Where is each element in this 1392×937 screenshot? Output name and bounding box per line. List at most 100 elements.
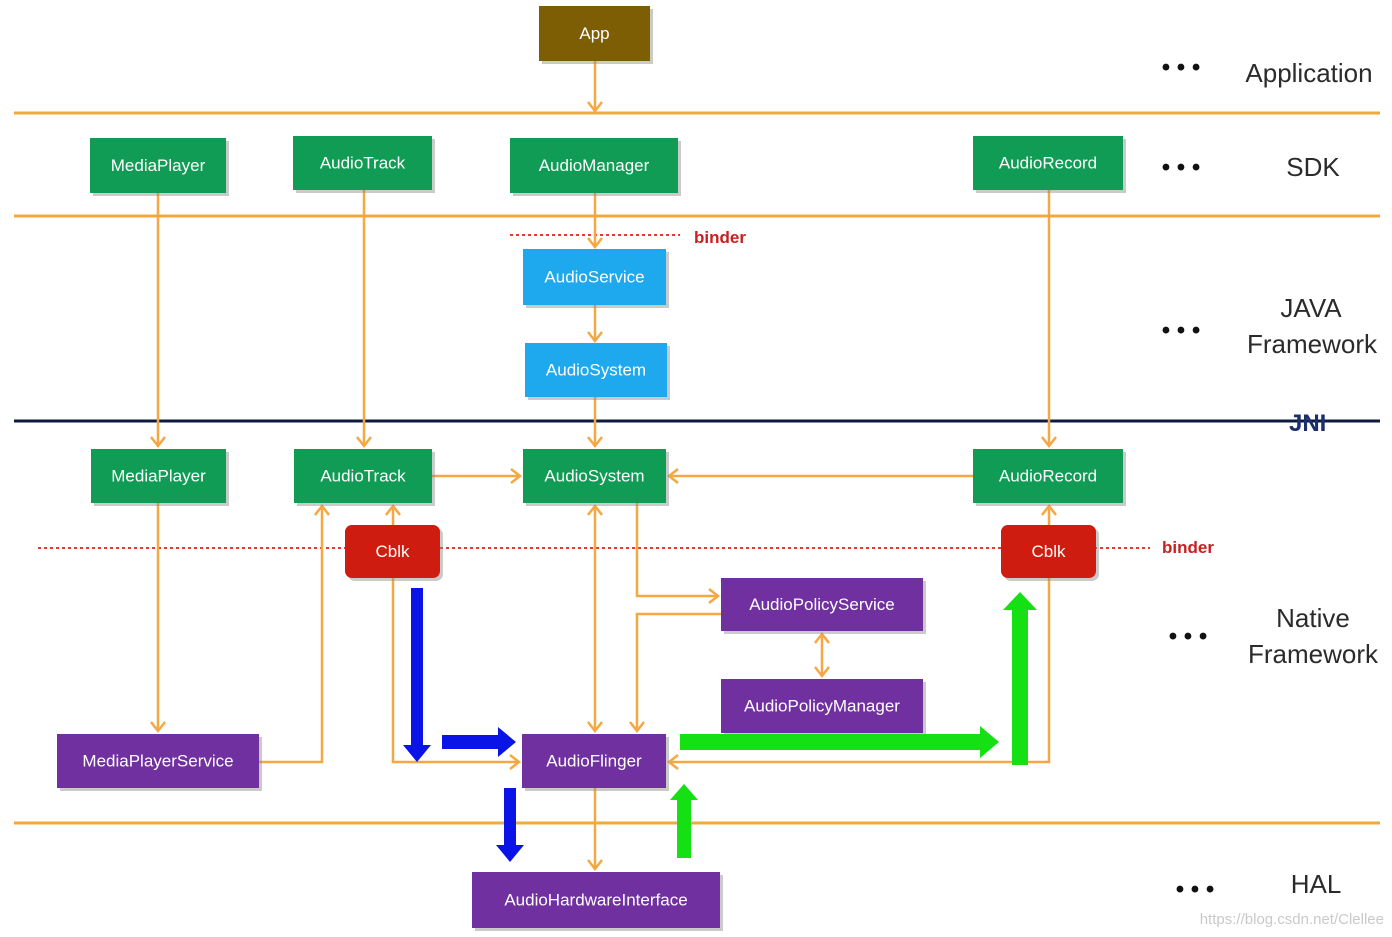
arrowhead-left — [666, 754, 679, 770]
box-background — [539, 6, 650, 61]
box-label: AudioPolicyManager — [744, 697, 900, 716]
green-arrow-audioflinger-to-record — [680, 726, 999, 758]
native-audiotrack-box: AudioTrack — [294, 449, 435, 506]
connector-mediaplayerservice-to-audiotrack — [259, 503, 330, 764]
box-background — [472, 872, 720, 928]
box-background — [510, 138, 678, 193]
connector-audiopolicyservice-to-audioflinger — [629, 612, 721, 734]
arrowhead-down — [1041, 436, 1057, 449]
box-label: AudioRecord — [999, 154, 1097, 173]
box-label: AudioPolicyService — [749, 595, 895, 614]
box-background — [522, 734, 666, 788]
ellipsis-icon: • • • — [1162, 54, 1201, 81]
box-label: AudioManager — [539, 156, 650, 175]
ellipsis-icon: • • • — [1162, 154, 1201, 181]
sdk-audiotrack-box: AudioTrack — [293, 136, 435, 193]
connector-audiotrack-to-audiosystem — [432, 468, 523, 484]
box-background — [525, 343, 667, 397]
connector-line — [669, 578, 1051, 764]
arrowhead-up — [385, 503, 401, 516]
blue-arrow-audioflinger-to-hal — [496, 788, 524, 862]
ellipsis-icon: • • • — [1169, 623, 1208, 650]
arrowhead-down — [587, 331, 603, 344]
native-mediaplayer-box: MediaPlayer — [91, 449, 229, 506]
box-background — [1001, 525, 1096, 578]
box-background — [721, 679, 923, 733]
connector-line — [391, 578, 519, 764]
sdk-audiorecord-box: AudioRecord — [973, 136, 1126, 193]
connector-audioflinger-to-hal — [587, 788, 603, 872]
box-label: Cblk — [1031, 542, 1066, 561]
green-arrow-up-to-cblk-record — [1003, 592, 1037, 765]
cblk-record-box: Cblk — [1001, 525, 1099, 581]
box-background — [293, 136, 432, 190]
sdk-audiomanager-box: AudioManager — [510, 138, 681, 196]
box-background — [973, 136, 1123, 190]
arrowhead-right — [708, 588, 721, 604]
layer-label: JNI — [1289, 410, 1326, 437]
arrowhead-down — [629, 721, 645, 734]
arrowhead-down — [150, 436, 166, 449]
ellipsis-icon: • • • — [1162, 317, 1201, 344]
binder-label-native: binder — [1162, 538, 1214, 557]
box-background — [973, 449, 1123, 503]
binder-label-java: binder — [694, 228, 746, 247]
box-background — [345, 525, 440, 578]
blue-arrow-cblk-track-down — [403, 588, 431, 762]
arrowhead-up — [587, 503, 603, 516]
layer-separators — [14, 111, 1380, 825]
layer-legend: • • • Application • • • SDK • • • JAVA F… — [1162, 54, 1379, 903]
connector-audiosystem-java-to-native — [587, 397, 603, 449]
connector-cblk-record-to-audioflinger — [666, 578, 1051, 770]
arrowhead-down — [356, 436, 372, 449]
layer-hal: • • • HAL — [1176, 869, 1342, 903]
audiopolicyservice-box: AudioPolicyService — [721, 578, 926, 634]
connector-policyservice-policymanager-bidirectional — [814, 631, 830, 679]
box-label: AudioService — [544, 268, 644, 287]
box-label: App — [579, 24, 609, 43]
connector-app-to-sdk — [587, 61, 603, 114]
layer-java-framework: • • • JAVA Framework — [1162, 293, 1378, 359]
connector-line — [635, 612, 721, 731]
box-background — [90, 138, 226, 193]
box-label: MediaPlayer — [111, 156, 206, 175]
layer-label: Application — [1245, 58, 1372, 88]
connector-mediaplayer-to-mediaplayerservice — [150, 503, 166, 734]
binder-labels: binder binder — [694, 228, 1214, 557]
connector-audiomanager-to-audioservice — [587, 193, 603, 250]
box-label: AudioTrack — [320, 154, 406, 173]
arrowhead-down — [587, 101, 603, 114]
arrowhead-down — [587, 237, 603, 250]
connector-audiosystem-to-audiopolicyservice — [635, 503, 721, 604]
box-background — [91, 449, 226, 503]
connector-audioservice-to-audiosystem — [587, 305, 603, 344]
box-label: AudioRecord — [999, 467, 1097, 486]
arrowhead-right — [510, 468, 523, 484]
box-background — [57, 734, 259, 788]
connector-mediaplayer-sdk-to-native — [150, 193, 166, 449]
box-background — [294, 449, 432, 503]
layer-label-line1: JAVA — [1280, 293, 1342, 323]
box-label: MediaPlayerService — [82, 752, 233, 771]
green-arrow-hal-to-audioflinger — [670, 784, 698, 858]
audiopolicymanager-box: AudioPolicyManager — [721, 679, 926, 736]
connector-audiorecord-sdk-to-native — [1041, 190, 1057, 449]
connector-cblk-track-to-audioflinger — [391, 578, 522, 770]
box-background — [523, 249, 666, 305]
box-background — [523, 449, 666, 503]
box-label: AudioHardwareInterface — [504, 891, 687, 910]
java-audioservice-box: AudioService — [523, 249, 669, 308]
cblk-track-box: Cblk — [345, 525, 443, 581]
box-label: MediaPlayer — [111, 467, 206, 486]
app-box: App — [539, 6, 653, 64]
connector-audiorecord-to-audiosystem — [666, 468, 973, 484]
sdk-mediaplayer-box: MediaPlayer — [90, 138, 229, 196]
box-label: AudioSystem — [546, 361, 646, 380]
arrowhead-up — [314, 503, 330, 516]
connector-audiosystem-audioflinger-bidirectional — [587, 503, 603, 734]
arrowhead-down — [814, 666, 830, 679]
native-audiorecord-box: AudioRecord — [973, 449, 1126, 506]
connector-cblk-track-to-audiotrack — [385, 503, 401, 525]
arrowhead-down — [587, 859, 603, 872]
